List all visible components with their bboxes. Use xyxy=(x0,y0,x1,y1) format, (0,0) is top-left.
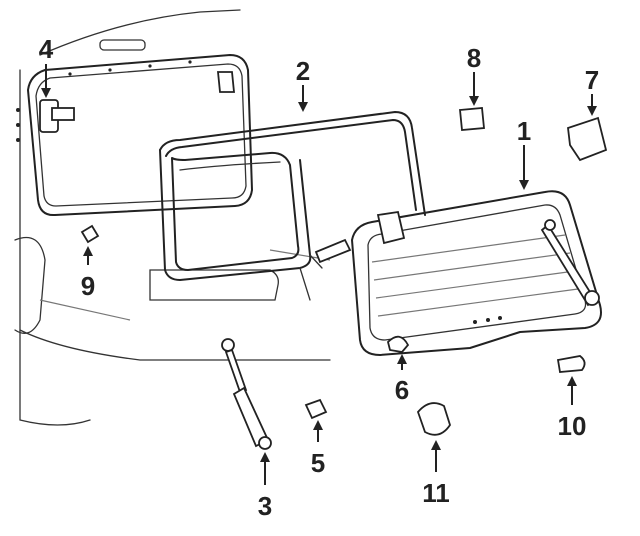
callout-arrows xyxy=(41,64,597,485)
callout-1: 1 xyxy=(517,116,531,146)
callout-4: 4 xyxy=(39,34,54,64)
part-4-hinge xyxy=(39,71,235,133)
part-5-clip xyxy=(304,398,328,420)
part-3-strut xyxy=(221,338,272,450)
part-1-glass xyxy=(314,190,602,356)
part-2-weatherstrip xyxy=(159,111,426,301)
callout-5: 5 xyxy=(311,448,325,478)
part-7-lamp xyxy=(567,116,608,162)
callout-10: 10 xyxy=(558,411,587,441)
callout-9: 9 xyxy=(81,271,95,301)
part-8-cover xyxy=(459,107,485,131)
part-10-lamp xyxy=(556,355,586,373)
callout-6: 6 xyxy=(395,375,409,405)
vehicle-body xyxy=(14,9,331,426)
part-6-bumper xyxy=(387,335,410,353)
callout-11: 11 xyxy=(422,478,450,508)
callout-8: 8 xyxy=(467,43,481,73)
callout-7: 7 xyxy=(585,65,599,95)
callout-2: 2 xyxy=(296,56,310,86)
part-11-handle xyxy=(416,402,451,436)
callout-3: 3 xyxy=(258,491,272,521)
part-9-clip xyxy=(80,224,100,244)
